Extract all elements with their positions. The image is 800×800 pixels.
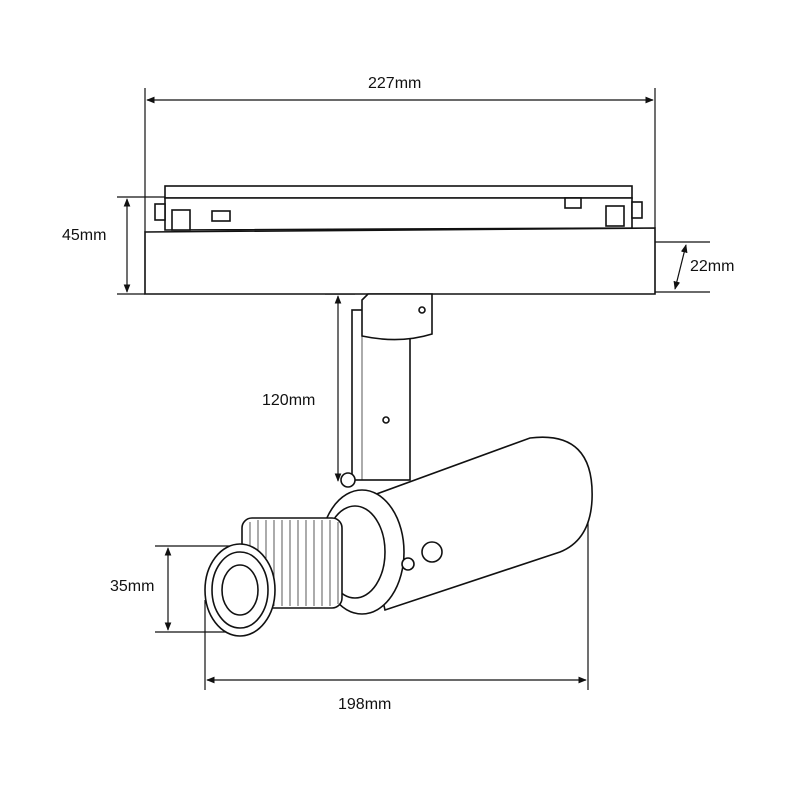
lens-diameter-label: 35mm xyxy=(110,578,155,595)
body-length-label: 198mm xyxy=(338,696,392,713)
stem-height-label: 120mm xyxy=(262,392,316,409)
dimension-lines xyxy=(117,88,710,690)
overall-width-label: 227mm xyxy=(368,75,422,92)
adapter-depth-label: 22mm xyxy=(690,258,735,275)
adapter-height-label: 45mm xyxy=(62,227,107,244)
spotlight-body xyxy=(204,436,593,637)
mounting-stem xyxy=(351,293,433,481)
track-adapter xyxy=(144,185,656,295)
